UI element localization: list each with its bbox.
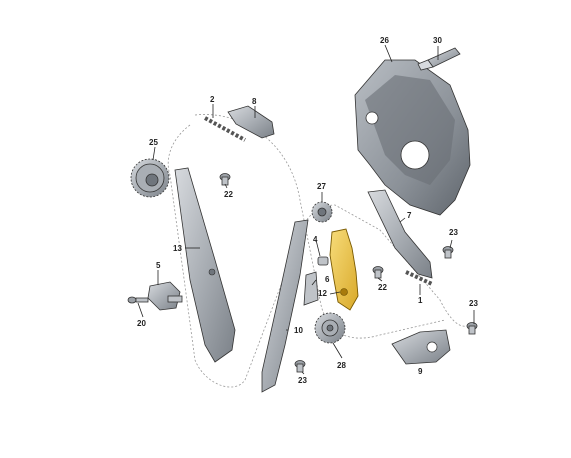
label-30: 30 bbox=[433, 36, 442, 45]
spring[interactable] bbox=[303, 271, 319, 306]
label-8: 8 bbox=[252, 97, 257, 106]
label-13: 13 bbox=[173, 244, 182, 253]
label-23c: 23 bbox=[469, 299, 478, 308]
label-28: 28 bbox=[337, 361, 346, 370]
bracket-lower[interactable] bbox=[391, 329, 451, 365]
sealant-tube[interactable] bbox=[417, 47, 461, 71]
label-23b: 23 bbox=[298, 376, 307, 385]
guide-rail-right[interactable] bbox=[367, 189, 433, 279]
leader-lines bbox=[137, 44, 475, 375]
label-22a: 22 bbox=[224, 190, 233, 199]
tensioner-rail-top[interactable] bbox=[227, 105, 275, 139]
label-27: 27 bbox=[317, 182, 326, 191]
label-22b: 22 bbox=[378, 283, 387, 292]
timing-cover[interactable] bbox=[354, 59, 471, 216]
label-4: 4 bbox=[313, 235, 318, 244]
crank-sprocket-left[interactable] bbox=[130, 158, 170, 198]
tensioner-arm[interactable] bbox=[329, 228, 359, 311]
part-labels: 26 30 2 8 25 22 13 5 20 27 4 6 12 22 7 2… bbox=[137, 36, 478, 385]
sprocket-lower[interactable] bbox=[314, 312, 346, 344]
label-1: 1 bbox=[418, 296, 423, 305]
tensioner-rail-left[interactable] bbox=[174, 167, 236, 363]
label-25: 25 bbox=[149, 138, 158, 147]
bolt-right-upper[interactable] bbox=[442, 246, 454, 259]
label-9: 9 bbox=[418, 367, 423, 376]
label-10: 10 bbox=[294, 326, 303, 335]
chain-tensioner[interactable] bbox=[147, 281, 183, 311]
bolt-tensioner[interactable] bbox=[127, 296, 149, 304]
bolt-lower-center[interactable] bbox=[294, 360, 306, 373]
label-6: 6 bbox=[325, 275, 330, 284]
label-2: 2 bbox=[210, 95, 215, 104]
guide-rail-center[interactable] bbox=[261, 219, 309, 393]
chain-routing-path bbox=[167, 124, 471, 388]
sprocket-small[interactable] bbox=[311, 201, 333, 223]
bolt-lower-right[interactable] bbox=[466, 322, 478, 335]
label-26: 26 bbox=[380, 36, 389, 45]
bolt-center[interactable] bbox=[372, 266, 384, 279]
cover-hole bbox=[365, 111, 379, 125]
bolt-left-upper[interactable] bbox=[219, 173, 231, 186]
label-7: 7 bbox=[407, 211, 412, 220]
label-12: 12 bbox=[318, 289, 327, 298]
label-23a: 23 bbox=[449, 228, 458, 237]
chain-section[interactable] bbox=[204, 116, 246, 142]
cover-opening bbox=[400, 140, 430, 170]
label-20: 20 bbox=[137, 319, 146, 328]
label-5: 5 bbox=[156, 261, 161, 270]
seal-ring[interactable] bbox=[317, 256, 329, 266]
